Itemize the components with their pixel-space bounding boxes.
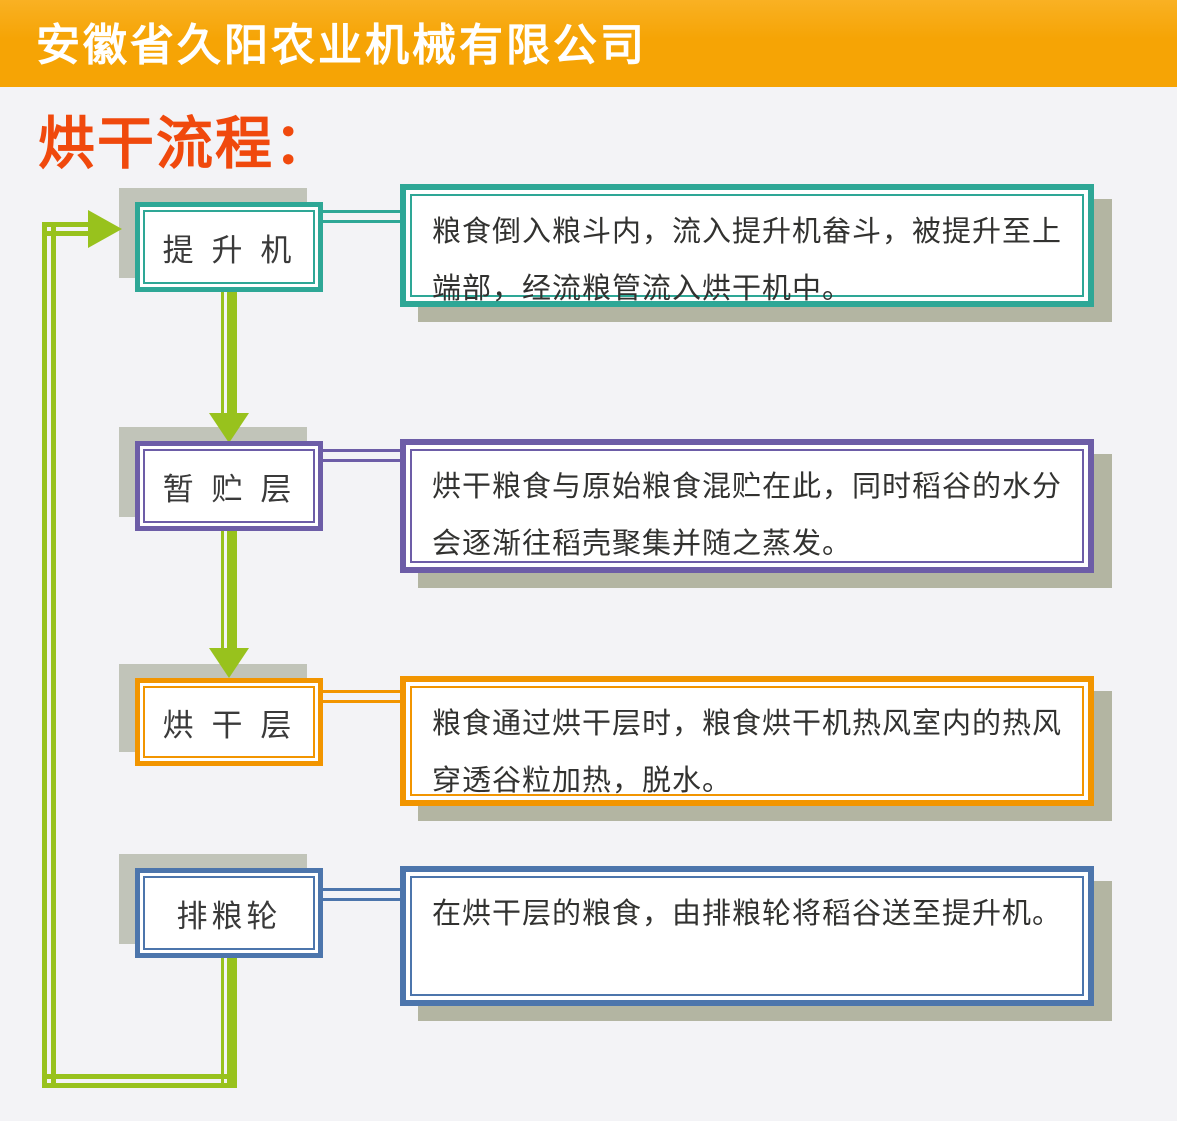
arrow-elevator-to-storage — [221, 290, 237, 413]
desc-box-discharge-wheel: 在烘干层的粮食，由排粮轮将稻谷送至提升机。 — [400, 866, 1094, 1006]
desc-box-elevator: 粮食倒入粮斗内，流入提升机畚斗，被提升至上端部，经流粮管流入烘干机中。 — [400, 184, 1094, 307]
desc-text: 在烘干层的粮食，由排粮轮将稻谷送至提升机。 — [432, 896, 1063, 930]
loop-line-bottom — [42, 1074, 237, 1088]
loop-line-from-discharge-wheel — [221, 956, 237, 1088]
arrowhead-storage-to-drying-icon — [209, 648, 249, 678]
label-text: 暂 贮 层 — [162, 471, 296, 508]
loop-arrowhead-icon — [88, 210, 122, 248]
label-text: 排粮轮 — [176, 898, 282, 935]
label-box-drying-layer: 烘 干 层 — [135, 678, 323, 766]
desc-text: 烘干粮食与原始粮食混贮在此，同时稻谷的水分会逐渐往稻壳聚集并随之蒸发。 — [432, 469, 1063, 560]
connector-line — [323, 690, 400, 703]
desc-box-storage-layer: 烘干粮食与原始粮食混贮在此，同时稻谷的水分会逐渐往稻壳聚集并随之蒸发。 — [400, 439, 1094, 573]
connector-line — [323, 449, 400, 462]
label-text: 烘 干 层 — [162, 707, 296, 744]
label-box-elevator: 提 升 机 — [135, 202, 323, 292]
arrow-storage-to-drying — [221, 529, 237, 648]
page-title: 烘干流程： — [38, 112, 333, 176]
connector-line — [323, 888, 400, 901]
arrowhead-elevator-to-storage-icon — [209, 413, 249, 443]
loop-line-top — [42, 222, 88, 236]
connector-line — [323, 210, 400, 223]
desc-text: 粮食倒入粮斗内，流入提升机畚斗，被提升至上端部，经流粮管流入烘干机中。 — [432, 214, 1063, 305]
label-box-storage-layer: 暂 贮 层 — [135, 441, 323, 531]
label-text: 提 升 机 — [162, 232, 296, 269]
label-box-discharge-wheel: 排粮轮 — [135, 868, 323, 958]
desc-text: 粮食通过烘干层时，粮食烘干机热风室内的热风穿透谷粒加热，脱水。 — [432, 706, 1063, 797]
header-banner: 安徽省久阳农业机械有限公司 — [0, 0, 1177, 87]
loop-line-left — [42, 222, 56, 1088]
desc-box-drying-layer: 粮食通过烘干层时，粮食烘干机热风室内的热风穿透谷粒加热，脱水。 — [400, 676, 1094, 806]
company-name: 安徽省久阳农业机械有限公司 — [36, 21, 647, 70]
